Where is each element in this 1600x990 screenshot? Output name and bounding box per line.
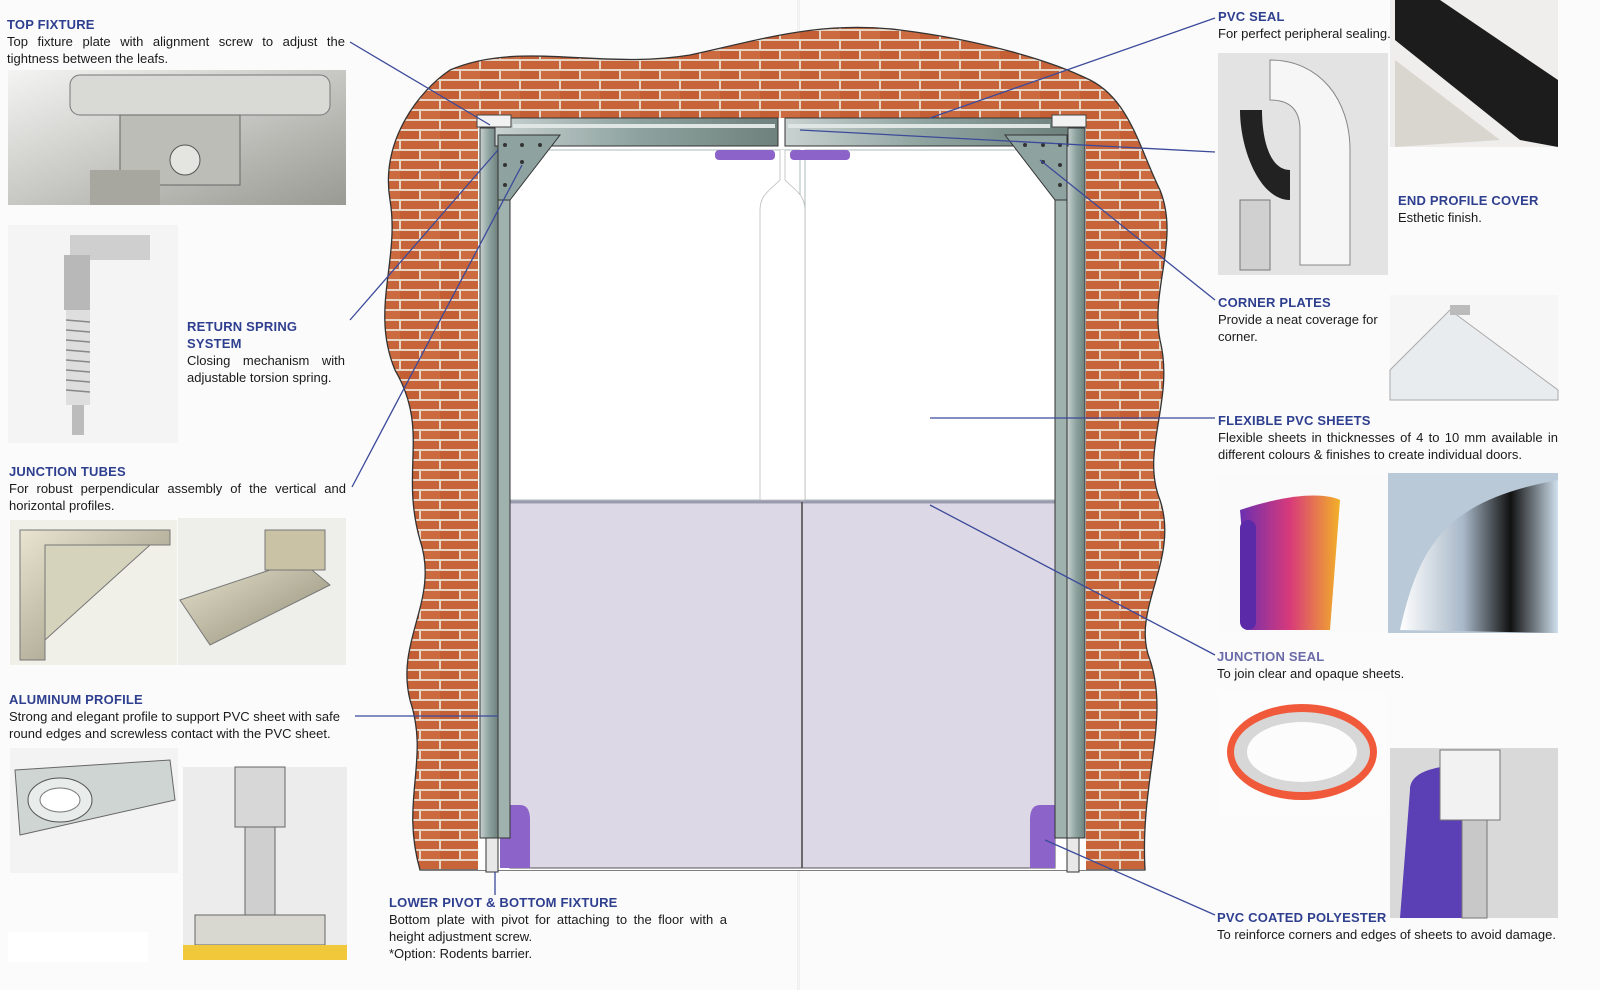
frame-left <box>479 127 499 839</box>
pvc-coated-title: PVC COATED POLYESTER <box>1217 910 1387 925</box>
photo-top-fixture <box>8 70 346 205</box>
callout-lines <box>349 17 1216 916</box>
corner-plates-desc: Provide a neat coverage for corner. <box>1218 312 1378 344</box>
flexible-sheets-desc: Flexible sheets in thicknesses of 4 to 1… <box>1218 430 1558 462</box>
photo-corner-plates <box>1389 295 1559 401</box>
pvc-seal-desc: For perfect peripheral sealing. <box>1218 26 1391 41</box>
photo-pvc-coated <box>1390 748 1558 919</box>
label-pvc-seal: PVC SEAL For perfect peripheral sealing. <box>1218 8 1393 42</box>
photo-aluminum-profile <box>10 748 178 873</box>
pvc-coated-top-right <box>790 150 850 160</box>
label-junction-tubes: JUNCTION TUBES For robust perpendicular … <box>9 463 346 514</box>
end-cap-right <box>1051 114 1087 128</box>
pivot-right <box>1066 837 1080 873</box>
lower-pivot-desc: Bottom plate with pivot for attaching to… <box>389 912 727 944</box>
frame-right-inner <box>1054 144 1068 839</box>
corner-plate-left <box>497 134 562 201</box>
blank-patch <box>8 932 148 962</box>
opaque-sheet-left <box>509 501 803 869</box>
junction-seal-desc: To join clear and opaque sheets. <box>1217 666 1405 681</box>
frame-left-inner <box>497 144 511 839</box>
photo-end-profile-cover <box>1390 0 1558 147</box>
pvc-coated-bottom-right <box>1030 805 1055 868</box>
end-profile-cover-title: END PROFILE COVER <box>1398 193 1539 208</box>
center-slot <box>759 150 806 501</box>
photo-junction-seal-roll <box>1218 690 1386 815</box>
label-lower-pivot: LOWER PIVOT & BOTTOM FIXTURE Bottom plat… <box>389 894 727 962</box>
label-end-profile-cover: END PROFILE COVER Esthetic finish. <box>1398 192 1568 226</box>
aluminum-profile-title: ALUMINUM PROFILE <box>9 692 143 707</box>
lower-pivot-option: *Option: Rodents barrier. <box>389 946 533 961</box>
junction-seal-title: JUNCTION SEAL <box>1217 649 1325 664</box>
label-junction-seal: JUNCTION SEAL To join clear and opaque s… <box>1217 648 1417 682</box>
photo-pvc-seal <box>1218 53 1388 275</box>
label-return-spring: RETURN SPRING SYSTEM Closing mechanism w… <box>187 318 345 386</box>
junction-tubes-title: JUNCTION TUBES <box>9 464 126 479</box>
corner-plates-title: CORNER PLATES <box>1218 295 1331 310</box>
end-cap-left <box>476 114 512 128</box>
frame-right <box>1066 127 1086 839</box>
pvc-coated-top-left <box>715 150 775 160</box>
top-fixture-desc: Top fixture plate with alignment screw t… <box>7 34 345 66</box>
pvc-coated-desc: To reinforce corners and edges of sheets… <box>1217 927 1556 942</box>
photo-lower-pivot <box>183 766 347 960</box>
junction-tubes-desc: For robust perpendicular assembly of the… <box>9 481 346 513</box>
label-flexible-sheets: FLEXIBLE PVC SHEETS Flexible sheets in t… <box>1218 412 1558 463</box>
clear-sheet-right <box>804 149 1056 501</box>
label-pvc-coated: PVC COATED POLYESTER To reinforce corner… <box>1217 909 1557 943</box>
return-spring-title: RETURN SPRING SYSTEM <box>187 319 298 351</box>
return-spring-desc: Closing mechanism with adjustable torsio… <box>187 353 345 385</box>
label-corner-plates: CORNER PLATES Provide a neat coverage fo… <box>1218 294 1383 345</box>
photo-flexible-sheets-b <box>1388 473 1558 633</box>
photo-flexible-sheets-a <box>1218 475 1386 633</box>
aluminum-profile-desc: Strong and elegant profile to support PV… <box>9 709 340 741</box>
opaque-sheet-right <box>801 501 1056 869</box>
corner-plate-right <box>1003 134 1068 201</box>
pvc-seal-title: PVC SEAL <box>1218 9 1285 24</box>
label-top-fixture: TOP FIXTURE Top fixture plate with align… <box>7 16 345 67</box>
photo-junction-tube-a <box>10 520 177 665</box>
label-aluminum-profile: ALUMINUM PROFILE Strong and elegant prof… <box>9 691 354 742</box>
photo-junction-tube-b <box>178 518 346 665</box>
clear-sheet-left <box>509 149 801 501</box>
top-fixture-title: TOP FIXTURE <box>7 17 95 32</box>
pivot-left <box>485 837 499 873</box>
end-profile-cover-desc: Esthetic finish. <box>1398 210 1482 225</box>
lower-pivot-title: LOWER PIVOT & BOTTOM FIXTURE <box>389 895 618 910</box>
flexible-sheets-title: FLEXIBLE PVC SHEETS <box>1218 413 1371 428</box>
photo-return-spring <box>8 225 178 443</box>
